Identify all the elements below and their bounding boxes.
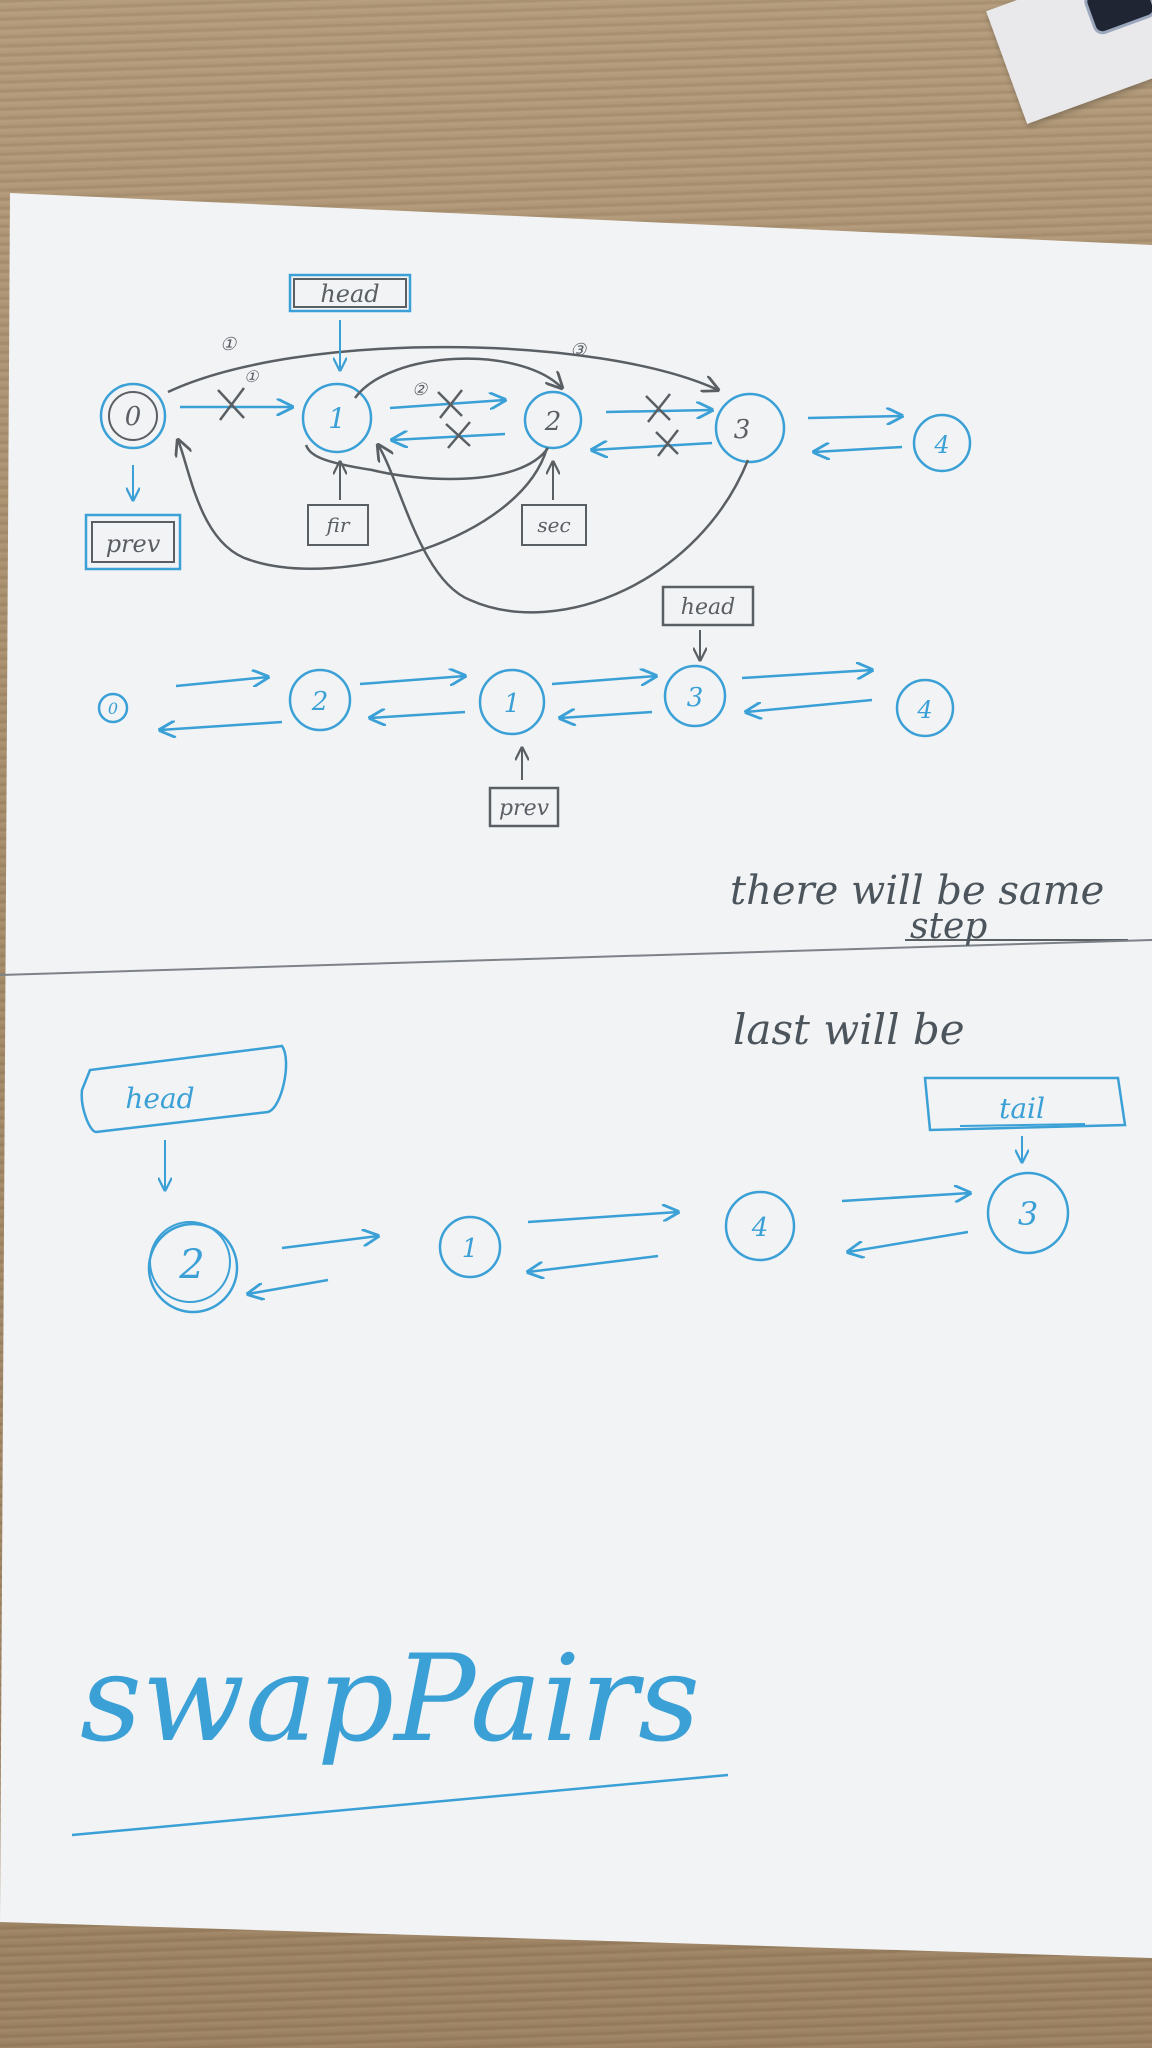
d1-node-0-label: 0 (125, 402, 142, 432)
page-title: swapPairs (80, 1630, 700, 1769)
d2-node-2: 2 (288, 668, 352, 732)
d1-step-1: ① (220, 334, 237, 355)
d1-node-1: 1 (301, 382, 373, 454)
d1-sec-label: sec (537, 513, 570, 537)
d1-head-pointer: head (288, 273, 412, 370)
d3-head-pointer: head (80, 1044, 288, 1190)
d3-head-label: head (125, 1082, 194, 1115)
d1-node-4-label: 4 (933, 431, 949, 459)
d1-cross-marks (217, 387, 679, 457)
note-same-step-line1: there will be same (730, 868, 1105, 914)
d3-node-2: 2 (147, 1221, 239, 1314)
d2-head-label: head (681, 595, 735, 620)
d1-fir-pointer: fir (307, 462, 369, 546)
d3-node-1-label: 1 (462, 1234, 479, 1264)
d3-links (248, 1193, 970, 1294)
d2-node-3: 3 (663, 664, 727, 728)
d2-node-2-label: 2 (311, 687, 329, 717)
paper-surface (0, 193, 1152, 1958)
d1-sec-pointer: sec (521, 462, 587, 546)
d1-original-links (180, 400, 902, 452)
d1-node-2-label: 2 (544, 407, 562, 437)
d3-node-1: 1 (438, 1215, 502, 1279)
d1-node-0: 0 (99, 382, 167, 450)
d2-links (160, 670, 872, 730)
d2-prev-pointer: prev (488, 748, 560, 828)
d2-node-4: 4 (895, 678, 955, 738)
d2-node-1-label: 1 (504, 689, 521, 719)
d1-fir-label: fir (325, 513, 351, 537)
d1-prev-label: prev (106, 530, 161, 558)
d1-node-4: 4 (912, 413, 972, 473)
d2-node-1: 1 (478, 668, 546, 736)
title-block: swapPairs (71, 1630, 729, 1837)
d1-node-3: 3 (714, 392, 786, 464)
d1-node-1-label: 1 (328, 402, 346, 435)
d2-head-pointer: head (661, 585, 755, 660)
d1-step-3: ③ (570, 340, 587, 361)
d2-node-0: 0 (97, 692, 129, 724)
d1-rewire-arcs (167, 345, 750, 614)
d3-node-4: 4 (724, 1190, 796, 1262)
d1-step-2: ② (412, 380, 428, 400)
diagram-3: head 2 1 4 3 tail (80, 1044, 1127, 1314)
d2-node-3-label: 3 (687, 683, 704, 713)
d1-node-3-label: 3 (734, 415, 751, 445)
d1-node-2: 2 (523, 390, 583, 450)
diagram-2: 0 2 1 3 4 head (97, 585, 955, 828)
d2-prev-label: prev (499, 796, 550, 821)
d2-node-0-label: 0 (108, 699, 118, 718)
d3-node-4-label: 4 (751, 1213, 769, 1243)
d2-node-4-label: 4 (916, 696, 932, 724)
d1-prev-pointer: prev (84, 465, 182, 571)
note-last-will-be: last will be (733, 1005, 965, 1054)
d3-tail-pointer: tail (923, 1076, 1127, 1162)
note-same-step-line2: step (910, 906, 988, 947)
d1-head-label: head (320, 280, 379, 308)
d3-node-2-label: 2 (178, 1242, 204, 1288)
d3-node-3-label: 3 (1018, 1195, 1038, 1233)
title-underline (71, 1773, 729, 1837)
d1-step-1b: ① (244, 367, 260, 386)
diagram-1: 0 1 2 3 4 (84, 273, 972, 614)
d3-tail-label: tail (999, 1092, 1045, 1125)
d3-node-3: 3 (986, 1171, 1070, 1255)
